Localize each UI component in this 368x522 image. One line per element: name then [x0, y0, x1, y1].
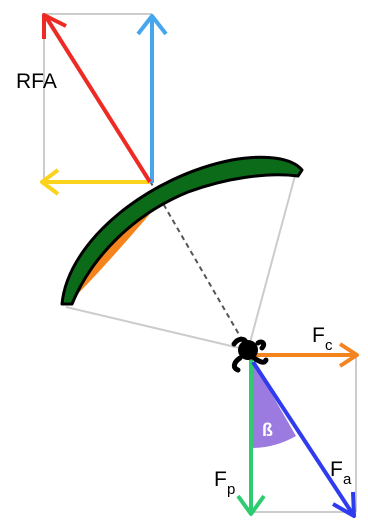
lift-arrow — [138, 16, 166, 183]
beta-label: ß — [262, 420, 273, 440]
fc-label-main: F — [312, 324, 325, 347]
fp-label: F p — [214, 468, 235, 498]
drag-arrow — [42, 170, 150, 194]
fc-label: F c — [312, 324, 333, 354]
rfa-label: RFA — [16, 70, 57, 93]
centrifugal-arrow — [256, 344, 357, 366]
rfa-arrow — [44, 15, 150, 182]
fa-label-sub: a — [343, 471, 352, 488]
fa-label-main: F — [330, 458, 343, 481]
fc-label-sub: c — [325, 337, 333, 354]
fp-label-sub: p — [227, 481, 235, 498]
fp-label-main: F — [214, 468, 227, 491]
